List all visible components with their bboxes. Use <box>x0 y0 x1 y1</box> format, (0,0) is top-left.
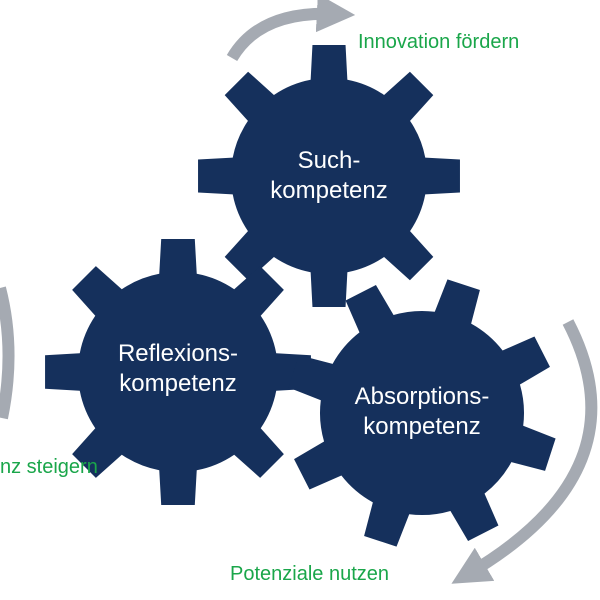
outcome-label-potential: Potenziale nutzen <box>230 563 389 585</box>
outcome-label-increase: nz steigern <box>0 456 98 478</box>
gear-label-reflection-line1: Reflexions- <box>118 340 238 367</box>
gear-label-search-line2: kompetenz <box>270 177 387 204</box>
curved-arrow-icon <box>451 319 598 584</box>
gear-label-search-line1: Such- <box>298 147 361 174</box>
gear-icon <box>45 239 311 505</box>
curved-arrow-icon <box>226 0 356 62</box>
curved-arrow-icon <box>0 286 15 420</box>
gear-icon <box>288 279 556 547</box>
gear-label-absorption-line1: Absorptions- <box>355 383 490 410</box>
gear-icon <box>198 45 460 307</box>
gear-label-absorption-line2: kompetenz <box>363 413 480 440</box>
outcome-label-innovation: Innovation fördern <box>358 31 519 53</box>
gear-label-reflection-line2: kompetenz <box>119 370 236 397</box>
